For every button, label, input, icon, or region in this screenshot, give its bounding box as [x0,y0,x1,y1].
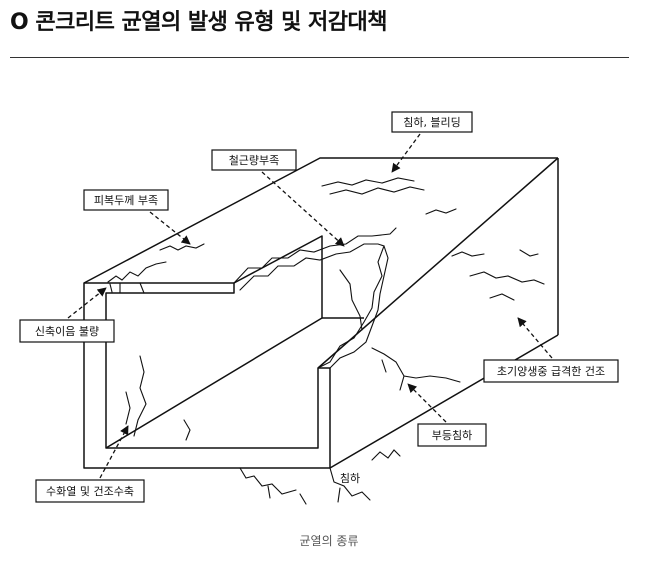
crack-icon [125,391,131,425]
crack-icon [489,293,515,301]
label-lack-cover: 피복두께 부족 [94,194,158,207]
crack-icon [329,245,389,369]
crack-icon [239,243,385,369]
arrow-icon [517,317,553,359]
crack-icon [451,251,485,257]
crack-icon [329,467,371,501]
label-box [483,359,619,383]
crack-icon [239,467,297,495]
label-box [35,479,145,503]
crack-icon [133,355,147,437]
crack-icon [469,271,545,285]
label-box [391,111,473,133]
crack-icon [329,186,425,195]
crack-icon [381,359,405,391]
crack-icon [425,208,457,215]
arrow-icon [407,383,447,423]
arrow-icon [261,171,345,247]
figure-caption: 균열의 종류 [299,534,359,548]
arrow-icon [149,211,191,245]
cracks [107,177,545,505]
crack-icon [267,485,341,505]
label-early-curing-drying: 초기양생중 급격한 건조 [497,365,605,378]
label-box [417,423,487,447]
crack-icon [339,269,363,331]
label-settlement: 침하 [340,471,360,485]
crack-icon [109,282,145,294]
crack-icon [233,227,397,284]
crack-icon [107,261,167,283]
channel-inner-back [105,235,323,449]
label-settlement-bleeding: 침하, 블리딩 [403,115,461,129]
label-box [83,189,169,211]
crack-icon [519,249,539,257]
crack-icon [371,347,461,383]
diagram-labels: 침하, 블리딩 철근량부족 피복두께 부족 신축이음 불량 초기양생중 급격한 … [19,111,619,503]
label-hydration-drying-shrinkage: 수화열 및 건조수축 [46,485,134,498]
arrow-icon [99,425,129,479]
label-poor-joint: 신축이음 불량 [35,325,99,338]
crack-icon [159,243,205,251]
label-box [19,319,115,343]
page-title: O 콘크리트 균열의 발생 유형 및 저감대책 [10,10,388,35]
crack-icon [371,449,401,461]
arrow-icon [391,133,421,173]
crack-icon [321,177,415,187]
label-box [211,149,297,171]
label-differential-settlement: 부등침하 [432,428,472,442]
arrow-icon [67,287,107,319]
title-divider [10,57,629,58]
block-top-edge [83,157,558,284]
block-right-bottom-edge [329,334,559,469]
crack-icon [183,419,191,441]
block-right-wall-top [317,157,559,369]
label-arrows [67,133,553,479]
label-lack-rebar: 철근량부족 [229,154,280,167]
concrete-block [83,157,559,469]
block-front-profile [83,282,331,469]
